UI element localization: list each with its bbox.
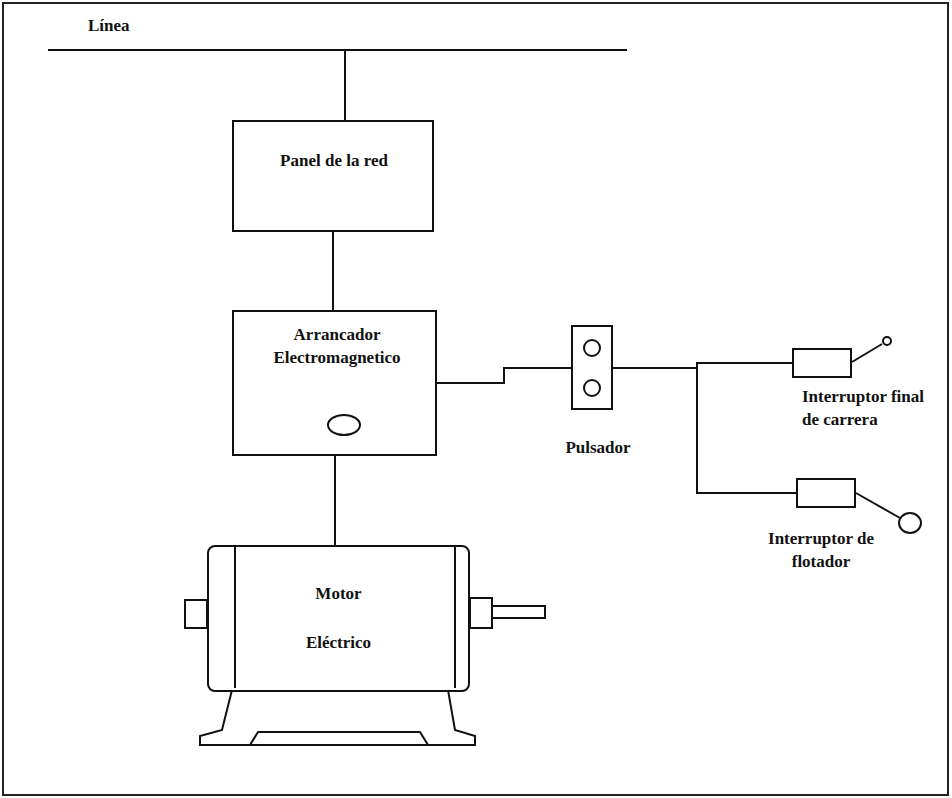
- component-label: Interruptor final de carrera: [802, 386, 942, 432]
- box-label: Panel de la red: [264, 150, 404, 173]
- limit-switch-lever: [852, 337, 891, 362]
- wire: [613, 368, 796, 493]
- box-label: Motor Eléctrico: [284, 569, 394, 668]
- push-button: [584, 340, 600, 356]
- float-switch-lever: [856, 493, 921, 533]
- starter-indicator: [328, 415, 360, 435]
- feed-wire: [344, 50, 346, 120]
- box-label: Arrancador Electromagnetico: [242, 324, 432, 370]
- float-switch: Interruptor de flotador: [796, 478, 856, 508]
- starter-box: Arrancador Electromagnetico: [232, 310, 437, 456]
- panel-box: Panel de la red: [232, 120, 434, 232]
- motor-symbol: [185, 547, 545, 745]
- supply-line: [48, 49, 627, 51]
- wire: [437, 368, 571, 383]
- pushbutton-station: Pulsador: [571, 325, 613, 410]
- limit-switch: Interruptor final de carrera: [792, 348, 852, 378]
- line-label: Línea: [88, 16, 130, 36]
- wire: [334, 456, 336, 545]
- component-label: Pulsador: [548, 437, 648, 460]
- motor-body: Motor Eléctrico: [207, 545, 470, 692]
- component-label: Interruptor de flotador: [746, 528, 896, 574]
- push-button: [584, 380, 600, 396]
- frame-border: [3, 3, 948, 795]
- wire: [332, 232, 334, 310]
